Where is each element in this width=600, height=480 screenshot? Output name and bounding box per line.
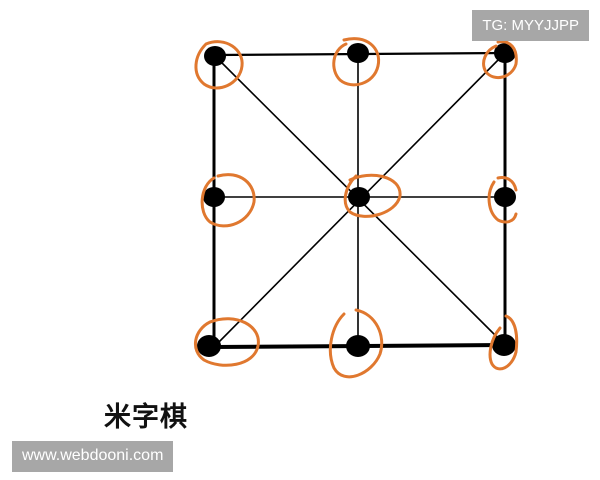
board-pieces — [197, 43, 516, 357]
circle-mark-top-center — [332, 37, 381, 87]
piece-top-left — [204, 46, 226, 66]
watermark-bottom: www.webdooni.com — [12, 441, 174, 472]
circle-mark-bottom-left — [194, 317, 260, 367]
circle-mark-center — [343, 173, 402, 218]
piece-bottom-right — [492, 334, 516, 356]
piece-top-center — [347, 43, 369, 63]
circle-mark-middle-right — [487, 176, 518, 224]
circle-mark-top-left — [194, 40, 244, 90]
circle-mark-bottom-right — [488, 314, 519, 371]
piece-top-right — [494, 43, 516, 63]
piece-bottom-left — [197, 335, 221, 357]
circle-mark-middle-left — [200, 173, 256, 228]
circle-mark-top-right — [482, 40, 518, 80]
orange-circle-marks — [194, 37, 519, 379]
board-caption: 米字棋 — [104, 402, 188, 433]
circle-mark-bottom-center — [328, 308, 384, 379]
piece-bottom-center — [346, 335, 370, 357]
piece-middle-left — [203, 187, 225, 207]
piece-center — [348, 187, 370, 207]
watermark-top: TG: MYYJJPP — [472, 10, 589, 41]
piece-middle-right — [494, 187, 516, 207]
